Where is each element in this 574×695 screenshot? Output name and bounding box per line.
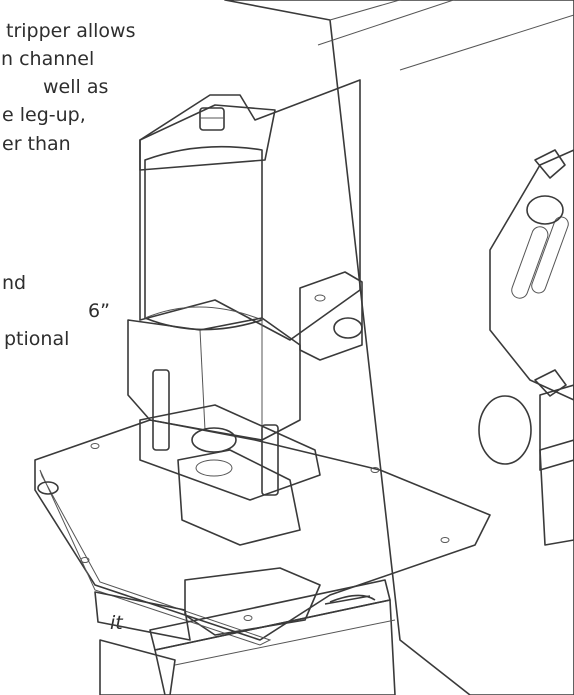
table-plate: [34, 419, 491, 646]
punch-head: [127, 79, 363, 496]
angle-shear-assembly: [478, 149, 574, 546]
text-line-3: well as: [43, 76, 109, 98]
text-line-4: e leg-up,: [2, 104, 86, 126]
text-line-6: nd: [2, 272, 27, 294]
caption-fragment: it: [110, 612, 123, 634]
text-line-2: n channel: [1, 48, 95, 70]
text-line-7: 6”: [88, 300, 110, 322]
machine-frame: [224, 0, 574, 695]
text-line-1: tripper allows: [6, 20, 136, 42]
text-line-5: er than: [2, 133, 71, 155]
base-rails: [94, 579, 396, 695]
stripper-assembly: [139, 404, 321, 636]
text-line-8: ptional: [4, 328, 70, 350]
